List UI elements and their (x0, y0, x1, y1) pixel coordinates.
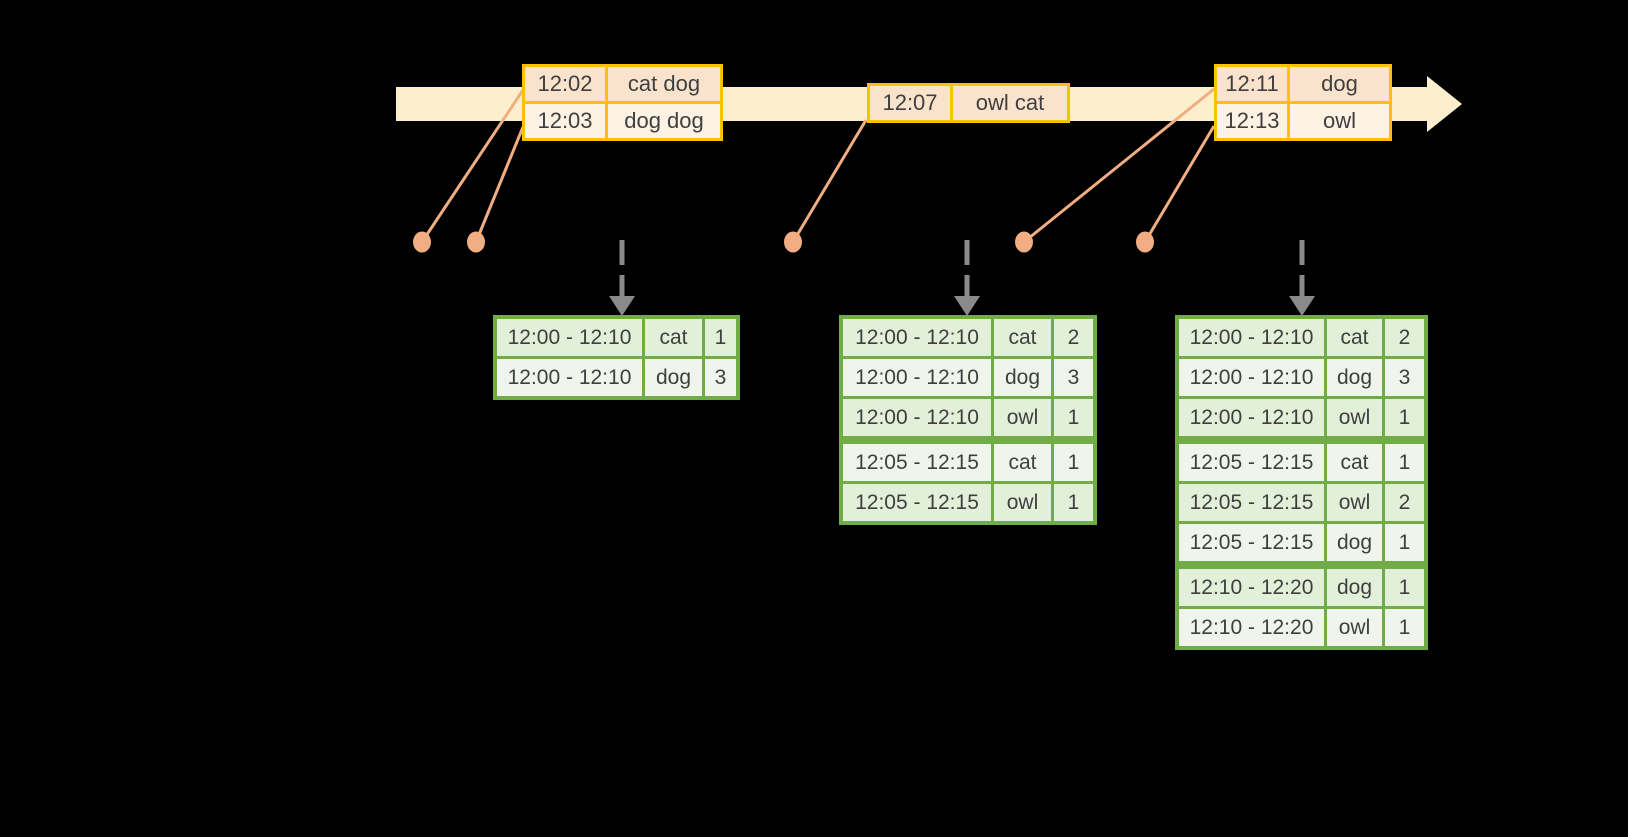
window-cell: 12:00 - 12:10 (843, 359, 991, 396)
event-time-cell: 12:07 (870, 86, 950, 120)
word-cell: dog (645, 359, 702, 396)
event-words-cell: dog (1290, 67, 1389, 101)
window-cell: 12:05 - 12:15 (1179, 484, 1324, 521)
result-row: 12:10 - 12:20 dog 1 (1179, 569, 1424, 606)
event-dot (1015, 231, 1033, 253)
result-row: 12:05 - 12:15 cat 1 (1179, 444, 1424, 481)
result-row: 12:00 - 12:10 dog 3 (843, 359, 1093, 396)
result-table-3: 12:00 - 12:10 cat 2 12:00 - 12:10 dog 3 … (1175, 315, 1428, 650)
connector-line (474, 126, 525, 243)
window-cell: 12:10 - 12:20 (1179, 569, 1324, 606)
word-cell: cat (1327, 444, 1382, 481)
count-cell: 1 (1054, 399, 1093, 436)
count-cell: 2 (1385, 319, 1424, 356)
result-row: 12:00 - 12:10 cat 2 (1179, 319, 1424, 356)
result-row: 12:05 - 12:15 owl 2 (1179, 484, 1424, 521)
connector-line (1023, 87, 1215, 244)
event-time-cell: 12:13 (1217, 104, 1287, 138)
event-table-1: 12:02 cat dog 12:03 dog dog (522, 64, 723, 141)
event-words-cell: dog dog (608, 104, 720, 138)
window-cell: 12:00 - 12:10 (1179, 319, 1324, 356)
window-cell: 12:10 - 12:20 (1179, 609, 1324, 646)
word-cell: cat (645, 319, 702, 356)
count-cell: 2 (1054, 319, 1093, 356)
event-dot (413, 231, 431, 253)
event-table-3: 12:11 dog 12:13 owl (1214, 64, 1392, 141)
event-dots (413, 231, 1154, 253)
event-row: 12:13 owl (1217, 104, 1389, 138)
result-row: 12:00 - 12:10 owl 1 (843, 399, 1093, 436)
count-cell: 3 (705, 359, 736, 396)
count-cell: 1 (1385, 569, 1424, 606)
count-cell: 2 (1385, 484, 1424, 521)
result-row: 12:05 - 12:15 owl 1 (843, 484, 1093, 521)
result-row: 12:10 - 12:20 owl 1 (1179, 609, 1424, 646)
word-cell: owl (994, 484, 1051, 521)
count-cell: 1 (1385, 444, 1424, 481)
event-row: 12:11 dog (1217, 67, 1389, 101)
result-table-2: 12:00 - 12:10 cat 2 12:00 - 12:10 dog 3 … (839, 315, 1097, 525)
result-table-1: 12:00 - 12:10 cat 1 12:00 - 12:10 dog 3 (493, 315, 740, 400)
window-cell: 12:05 - 12:15 (843, 484, 991, 521)
window-cell: 12:05 - 12:15 (1179, 524, 1324, 561)
event-row: 12:07 owl cat (870, 86, 1067, 120)
result-row: 12:00 - 12:10 dog 3 (497, 359, 736, 396)
connector-line (791, 119, 868, 243)
window-cell: 12:00 - 12:10 (497, 319, 642, 356)
result-row: 12:00 - 12:10 dog 3 (1179, 359, 1424, 396)
word-cell: dog (1327, 359, 1382, 396)
trigger-arrowhead-icon (954, 296, 980, 316)
event-row: 12:02 cat dog (525, 67, 720, 101)
word-cell: dog (994, 359, 1051, 396)
count-cell: 1 (705, 319, 736, 356)
word-cell: cat (1327, 319, 1382, 356)
count-cell: 1 (1385, 524, 1424, 561)
event-dot (784, 231, 802, 253)
result-row: 12:00 - 12:10 owl 1 (1179, 399, 1424, 436)
count-cell: 1 (1054, 444, 1093, 481)
window-cell: 12:00 - 12:10 (1179, 359, 1324, 396)
window-cell: 12:00 - 12:10 (843, 399, 991, 436)
word-cell: owl (1327, 609, 1382, 646)
trigger-arrowhead-icon (1289, 296, 1315, 316)
connector-line (1143, 125, 1216, 243)
event-time-cell: 12:11 (1217, 67, 1287, 101)
count-cell: 3 (1385, 359, 1424, 396)
result-row: 12:00 - 12:10 cat 2 (843, 319, 1093, 356)
connector-lines (420, 87, 1216, 244)
word-cell: dog (1327, 524, 1382, 561)
word-cell: dog (1327, 569, 1382, 606)
count-cell: 1 (1385, 609, 1424, 646)
result-row: 12:05 - 12:15 dog 1 (1179, 524, 1424, 561)
event-words-cell: cat dog (608, 67, 720, 101)
word-cell: owl (1327, 484, 1382, 521)
event-words-cell: owl cat (953, 86, 1067, 120)
event-time-cell: 12:02 (525, 67, 605, 101)
window-cell: 12:05 - 12:15 (843, 444, 991, 481)
event-row: 12:03 dog dog (525, 104, 720, 138)
event-dot (467, 231, 485, 253)
event-table-2: 12:07 owl cat (867, 83, 1070, 123)
word-cell: owl (1327, 399, 1382, 436)
result-row: 12:00 - 12:10 cat 1 (497, 319, 736, 356)
event-dot (1136, 231, 1154, 253)
window-cell: 12:05 - 12:15 (1179, 444, 1324, 481)
word-cell: cat (994, 444, 1051, 481)
word-cell: cat (994, 319, 1051, 356)
timeline-arrowhead-icon (1427, 76, 1462, 132)
word-cell: owl (994, 399, 1051, 436)
trigger-arrows (609, 240, 1315, 316)
count-cell: 3 (1054, 359, 1093, 396)
window-cell: 12:00 - 12:10 (497, 359, 642, 396)
count-cell: 1 (1054, 484, 1093, 521)
count-cell: 1 (1385, 399, 1424, 436)
result-row: 12:05 - 12:15 cat 1 (843, 444, 1093, 481)
window-cell: 12:00 - 12:10 (843, 319, 991, 356)
window-cell: 12:00 - 12:10 (1179, 399, 1324, 436)
connector-line (420, 89, 525, 243)
event-time-cell: 12:03 (525, 104, 605, 138)
event-words-cell: owl (1290, 104, 1389, 138)
trigger-arrowhead-icon (609, 296, 635, 316)
